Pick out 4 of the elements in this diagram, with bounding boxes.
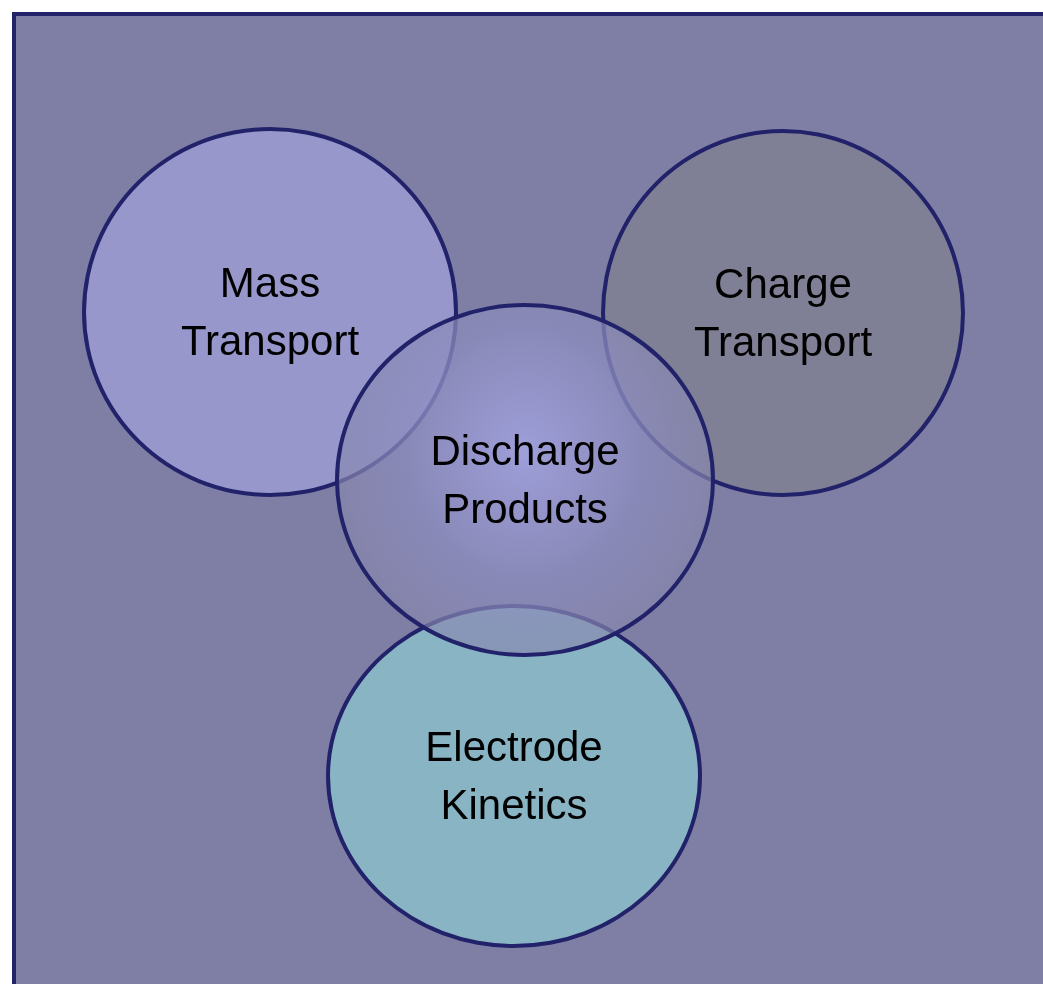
circle-label: Mass Transport	[179, 258, 361, 366]
circle-label: Charge Transport	[692, 259, 874, 367]
circle-label: Electrode Kinetics	[424, 722, 604, 830]
circle-label: Discharge Products	[429, 426, 621, 534]
